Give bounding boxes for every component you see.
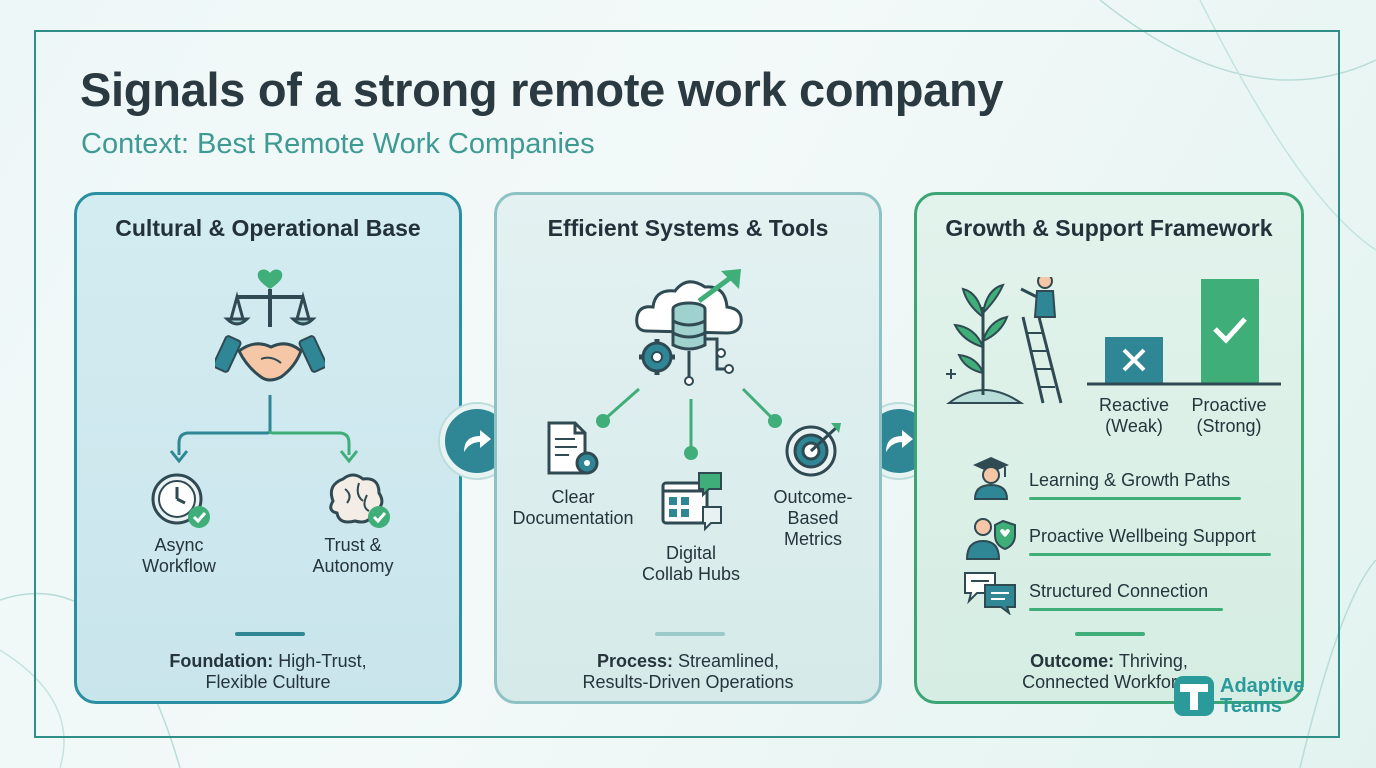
panel-divider [235, 632, 305, 636]
curved-arrow-icon [464, 430, 491, 452]
list-underline [1029, 497, 1241, 500]
page-subtitle: Context: Best Remote Work Companies [81, 128, 595, 160]
clock-check-icon [151, 473, 210, 528]
label-reactive: Reactive (Weak) [1098, 395, 1170, 436]
curved-arrow-icon [886, 430, 913, 452]
brand-name-line1: Adaptive [1220, 675, 1305, 697]
brand-logo: Adaptive Teams [1174, 676, 1304, 716]
page-title: Signals of a strong remote work company [80, 63, 1004, 116]
list-item-structured-connection: Structured Connection [1029, 581, 1209, 601]
list-underline [1029, 553, 1271, 556]
item-async-workflow: Async Workflow [142, 535, 216, 576]
cloud-database-gear-icon [635, 269, 743, 386]
panel-growth-support: Growth & Support Framework Reactive (Wea… [914, 192, 1304, 704]
panel-divider [1075, 632, 1145, 636]
connector-lines [596, 387, 782, 460]
comparison-bars [1087, 279, 1281, 386]
item-outcome-based-metrics: Outcome- Based Metrics [773, 487, 853, 549]
panel-efficient-systems: Efficient Systems & Tools Clear D [494, 192, 882, 704]
branch-arrows-icon [169, 395, 359, 464]
panel-footer: Foundation: High-Trust, Flexible Culture [169, 651, 367, 692]
plant-ladder-icon [946, 277, 1063, 404]
list-underline [1029, 608, 1223, 611]
document-gear-icon [547, 421, 599, 475]
brand-name-line2: Teams [1220, 695, 1282, 717]
collab-hub-icon [661, 472, 722, 532]
panel-divider [655, 632, 725, 636]
panel-cultural-base: Cultural & Operational Base Async Workfl… [74, 192, 462, 704]
chat-bubbles-icon [964, 572, 1016, 615]
list-item-learning-growth: Learning & Growth Paths [1029, 470, 1231, 490]
panel-footer: Process: Streamlined, Results-Driven Ope… [582, 651, 794, 692]
target-icon [785, 423, 841, 477]
panel-title: Growth & Support Framework [945, 215, 1273, 241]
graduate-icon [973, 457, 1009, 500]
panel-footer: Outcome: Thriving, Connected Workforce [1022, 651, 1196, 692]
label-proactive: Proactive (Strong) [1191, 395, 1267, 436]
item-clear-documentation: Clear Documentation [512, 487, 634, 528]
panel-title: Efficient Systems & Tools [547, 215, 829, 241]
content-frame [34, 30, 1340, 738]
person-shield-icon [965, 518, 1016, 560]
scales-handshake-icon [215, 269, 325, 382]
panel-title: Cultural & Operational Base [115, 215, 421, 241]
brain-check-icon [329, 473, 390, 528]
teams-logo-icon [1174, 676, 1214, 716]
item-digital-collab-hubs: Digital Collab Hubs [641, 543, 741, 584]
item-trust-autonomy: Trust & Autonomy [312, 535, 394, 576]
list-item-wellbeing: Proactive Wellbeing Support [1029, 526, 1256, 546]
